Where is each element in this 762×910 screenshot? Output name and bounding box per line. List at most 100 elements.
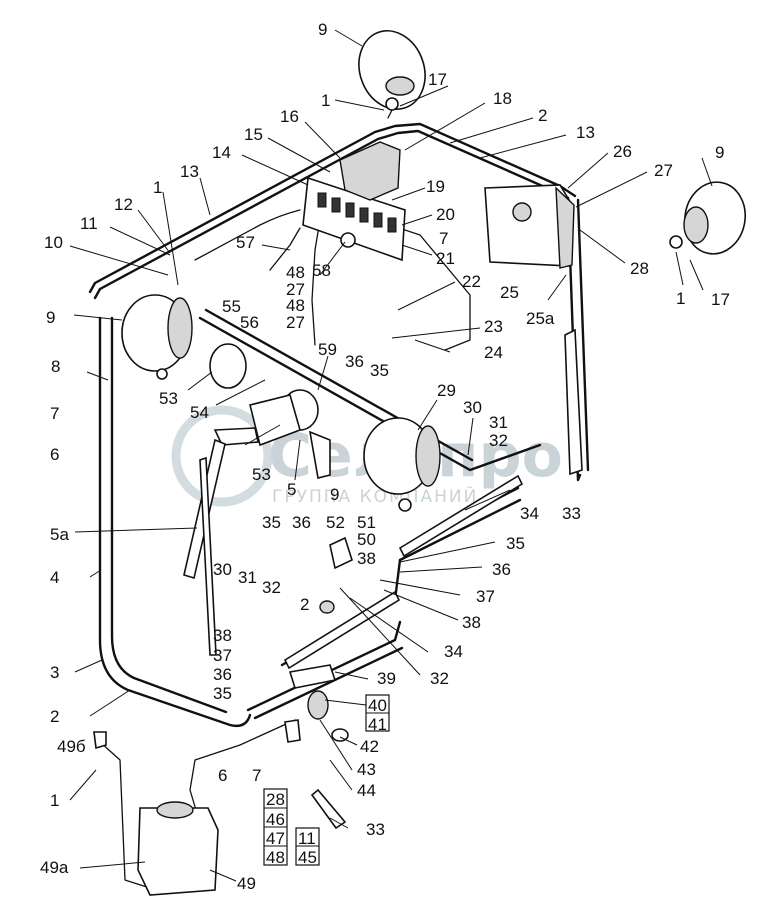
label: 4 xyxy=(50,568,59,587)
label: 29 xyxy=(437,381,456,400)
label: 13 xyxy=(180,162,199,181)
label: 1 xyxy=(50,791,59,810)
label: 55 xyxy=(222,297,241,316)
label: 57 xyxy=(236,233,255,252)
label: 39 xyxy=(377,669,396,688)
label: 50 xyxy=(357,530,376,549)
label: 24 xyxy=(484,343,503,362)
connectors xyxy=(284,536,353,830)
label: 38 xyxy=(357,549,376,568)
leader-lines xyxy=(69,29,713,882)
label: 25 xyxy=(500,283,519,302)
label: 5а xyxy=(50,525,69,544)
label: 9 xyxy=(46,308,55,327)
label: 31 xyxy=(489,413,508,432)
label: 9 xyxy=(715,143,724,162)
center-lamp xyxy=(363,417,441,512)
label: 38 xyxy=(462,613,481,632)
label: 7 xyxy=(252,766,261,785)
label: 32 xyxy=(489,431,508,450)
label: 1 xyxy=(321,91,330,110)
rails xyxy=(283,474,524,670)
label: 49б xyxy=(57,737,86,756)
label: 26 xyxy=(613,142,632,161)
watermark-tagline: ГРУППА КОМПАНИЙ xyxy=(272,485,478,507)
label: 49 xyxy=(237,874,256,893)
label: 51 xyxy=(357,513,376,532)
left-lamp xyxy=(121,294,193,380)
label: 48 xyxy=(286,263,305,282)
label: 40 xyxy=(368,696,387,715)
label: 53 xyxy=(252,465,271,484)
label: 1 xyxy=(153,178,162,197)
label: 31 xyxy=(238,568,257,587)
label: 37 xyxy=(476,587,495,606)
label: 27 xyxy=(286,280,305,299)
label: 2 xyxy=(538,106,547,125)
label: 5 xyxy=(287,480,296,499)
label: 9 xyxy=(330,485,339,504)
relay-box xyxy=(339,141,401,201)
label: 30 xyxy=(463,398,482,417)
label: 35 xyxy=(370,361,389,380)
label: 44 xyxy=(357,781,376,800)
label: 36 xyxy=(292,513,311,532)
label: 9 xyxy=(318,20,327,39)
label: 27 xyxy=(654,161,673,180)
washer-tank xyxy=(93,731,219,896)
label: 56 xyxy=(240,313,259,332)
left-wiper xyxy=(183,427,259,656)
label: 13 xyxy=(576,123,595,142)
label: 30 xyxy=(213,560,232,579)
label: 11 xyxy=(298,829,316,848)
label: 12 xyxy=(114,195,133,214)
label: 48 xyxy=(286,296,305,315)
label: 37 xyxy=(213,646,232,665)
label: 14 xyxy=(212,143,231,162)
label: 59 xyxy=(318,340,337,359)
label: 58 xyxy=(312,261,331,280)
label: 32 xyxy=(430,669,449,688)
label: 16 xyxy=(280,107,299,126)
label: 49а xyxy=(40,858,69,877)
label: 23 xyxy=(484,317,503,336)
label: 28 xyxy=(630,259,649,278)
label: 34 xyxy=(444,642,463,661)
label: 18 xyxy=(493,89,512,108)
label: 10 xyxy=(44,233,63,252)
label: 32 xyxy=(262,578,281,597)
label: 7 xyxy=(439,229,448,248)
label: 20 xyxy=(436,205,455,224)
label: 22 xyxy=(462,272,481,291)
label: 17 xyxy=(711,290,730,309)
small-lamps xyxy=(209,343,331,479)
label: 36 xyxy=(213,665,232,684)
label: 46 xyxy=(266,810,285,829)
label: 6 xyxy=(218,766,227,785)
label: 36 xyxy=(345,352,364,371)
label: 1 xyxy=(676,289,685,308)
label: 35 xyxy=(506,534,525,553)
label: 35 xyxy=(262,513,281,532)
label: 19 xyxy=(426,177,445,196)
top-lamp xyxy=(358,30,426,111)
right-wiper xyxy=(564,328,583,476)
label: 21 xyxy=(436,249,455,268)
label: 35 xyxy=(213,684,232,703)
label: 3 xyxy=(50,663,59,682)
label: 33 xyxy=(562,504,581,523)
washer-reservoir-right xyxy=(484,184,575,269)
label: 15 xyxy=(244,125,263,144)
label: 6 xyxy=(50,445,59,464)
label: 41 xyxy=(368,715,387,734)
label: 27 xyxy=(286,313,305,332)
label: 36 xyxy=(492,560,511,579)
label: 33 xyxy=(366,820,385,839)
label: 48 xyxy=(266,848,285,867)
label: 25а xyxy=(526,309,555,328)
label: 28 xyxy=(266,790,285,809)
label: 42 xyxy=(360,737,379,756)
label: 34 xyxy=(520,504,539,523)
label: 52 xyxy=(326,513,345,532)
